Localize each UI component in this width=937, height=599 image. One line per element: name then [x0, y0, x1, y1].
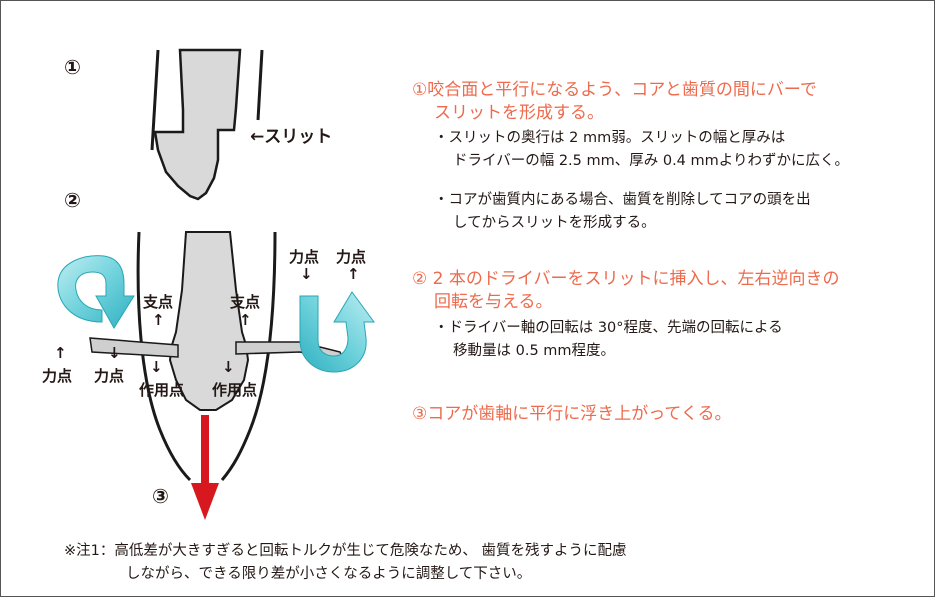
step2-title-line2: 回転を与える。 — [434, 292, 553, 312]
force-arrow-right2: ↑ — [347, 265, 360, 283]
force-arrow-left2: ↓ — [108, 344, 121, 362]
right-rotation-arrow — [299, 291, 375, 373]
force-label-left2: 力点 — [94, 367, 125, 385]
step2-marker: ② — [64, 188, 81, 212]
effort-arrow-right: ↓ — [222, 358, 235, 376]
lift-arrow — [191, 415, 219, 520]
step2-tooth — [136, 231, 277, 482]
step1-bullet2-line2: してからスリットを形成する。 — [453, 215, 656, 231]
step1-marker: ① — [64, 55, 81, 79]
step1-wall-left — [150, 49, 160, 151]
step2-wall-right — [220, 231, 277, 481]
step1-bullet1-line1: ・スリットの奥行は 2 mm弱。スリットの幅と厚みは — [434, 130, 786, 146]
force-label-right2: 力点 — [336, 248, 367, 266]
step2-bullet1-line1: ・ドライバー軸の回転は 30°程度、先端の回転による — [434, 320, 783, 336]
step3-title: ③コアが歯軸に平行に浮き上がってくる。 — [412, 404, 732, 424]
effort-label-left: 作用点 — [139, 381, 185, 399]
step2-bullet1-line2: 移動量は 0.5 mm程度。 — [453, 343, 616, 359]
step1-core — [153, 48, 242, 201]
force-arrow-right1: ↓ — [300, 265, 313, 283]
fulcrum-label-right: 支点 — [230, 293, 261, 311]
step1-bullet2-line1: ・コアが歯質内にある場合、歯質を削除してコアの頭を出 — [434, 192, 811, 208]
step2-wall-left — [136, 231, 192, 482]
fulcrum-arrow-left: ↑ — [152, 311, 165, 329]
left-driver — [89, 337, 179, 358]
note-line1: ※注1：高低差が大きすぎると回転トルクが生じて危険なため、 歯質を残すように配慮 — [64, 543, 627, 559]
step2-title-line1: ② 2 本のドライバーをスリットに挿入し、左右逆向きの — [412, 269, 840, 289]
effort-arrow-left: ↓ — [150, 358, 163, 376]
step2-core — [168, 231, 250, 411]
effort-label-right: 作用点 — [212, 381, 258, 399]
force-label-left: 力点 — [42, 367, 73, 385]
step1-wall-right — [256, 49, 264, 121]
fulcrum-label-left: 支点 — [143, 293, 174, 311]
step1-tooth — [150, 48, 264, 201]
step1-title-line2: スリットを形成する。 — [434, 103, 604, 123]
fulcrum-arrow-right: ↑ — [239, 311, 252, 329]
step1-title-line1: ①咬合面と平行になるよう、コアと歯質の間にバーで — [412, 80, 817, 100]
step3-marker: ③ — [152, 484, 169, 508]
slit-label: ←スリット — [250, 127, 333, 147]
force-arrow-left: ↑ — [54, 344, 67, 362]
step1-bullet1-line2: ドライバーの幅 2.5 mm、厚み 0.4 mmよりわずかに広く。 — [453, 153, 849, 169]
left-rotation-arrow — [57, 255, 135, 329]
force-label-right1: 力点 — [289, 248, 320, 266]
note-line2: しながら、できる限り差が小さくなるように調整して下さい。 — [126, 566, 532, 582]
